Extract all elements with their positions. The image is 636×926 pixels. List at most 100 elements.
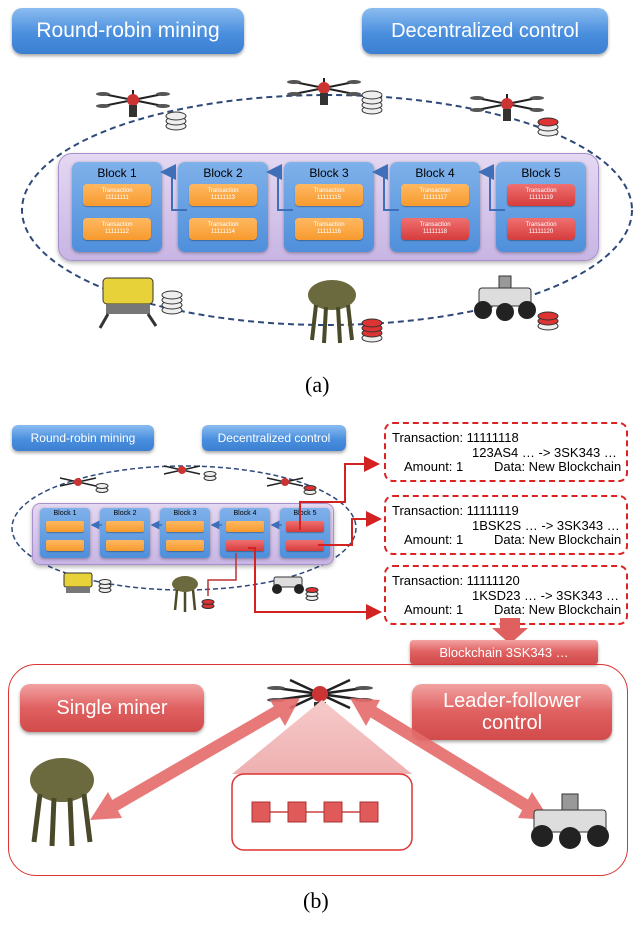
chain-block [287,801,307,823]
underwater-robot-icon [98,277,158,329]
block-title: Block 5 [521,166,561,180]
single-miner-banner: Single miner [20,684,204,732]
double-arrow-left [90,698,300,820]
coin-stack-icon [303,485,317,495]
transaction-route-line: 1KSD23 … -> 3SK343 … [472,588,620,603]
transaction-item [106,521,144,532]
transaction-item [166,521,204,532]
transaction-item [226,540,264,551]
drone-icon [163,465,201,475]
link-4-3 [372,164,399,211]
transaction-data: Data: New Blockchain [494,602,622,617]
drone-icon [266,477,304,487]
transaction-label: Transaction [207,188,239,195]
coin-stack-icon [361,318,383,343]
transaction-route-line: 123AS4 … -> 3SK343 … [472,445,617,460]
link-to-legged [207,553,237,596]
robots-a [96,78,559,344]
legged-robot-icon [30,758,94,847]
coin-stack-icon [305,587,319,601]
banner-decentralized-control: Decentralized control [362,8,608,54]
block-title: Block 3 [173,510,197,517]
drone-icon [59,477,97,487]
small-block-5: Block 5 [280,508,330,558]
transaction-item [166,540,204,551]
transaction-item [286,521,324,532]
transaction-amount: Amount: 1 [404,602,464,617]
transaction-label: Transaction [419,188,451,195]
panel-b-network [11,465,357,612]
block-title: Block 2 [203,166,243,180]
mining-triangle [232,700,412,774]
drone-icon [96,90,170,117]
transaction-label: Transaction [525,222,557,229]
transaction-id-line: Transaction: 11111119 [392,503,519,518]
block-title: Block 1 [53,510,77,517]
transaction-id: 11111117 [422,195,448,201]
transaction-id: 11111114 [210,229,236,235]
link-3-2 [266,164,293,211]
transaction-label: Transaction [313,222,345,229]
coin-stack-icon [161,290,183,315]
block-title: Block 3 [309,166,349,180]
block-title: Block 4 [415,166,455,180]
transaction-data: Data: New Blockchain [494,532,622,547]
coin-stack-icon [95,483,109,493]
block-title: Block 1 [97,166,137,180]
transaction-amount: Amount: 1 [404,532,464,547]
transaction-id: 11111111 [105,195,129,201]
transaction-id: 11111115 [316,195,342,201]
transaction-id: 11111113 [210,195,236,201]
transaction-id: 11111119 [528,195,554,201]
banner-round-robin-mining: Round-robin mining [12,8,244,54]
legged-robot-icon [172,576,198,612]
coin-stack-icon [203,471,217,481]
transaction-label: Transaction [207,222,239,229]
chain-block [251,801,271,823]
transaction-id: 11111120 [528,229,554,235]
transaction-item [106,540,144,551]
transaction-id: 11111116 [316,229,342,235]
transaction-id-line: Transaction: 11111118 [392,430,519,445]
chain-block [359,801,379,823]
arrow-tx-3 [248,547,382,620]
arrow-tx-1 [299,456,380,530]
caption-b: (b) [303,888,329,913]
small-block-3: Block 3 [160,508,210,558]
transaction-label: Transaction [101,222,133,229]
block-title: Block 4 [233,510,257,517]
drone-icon [470,94,544,121]
coin-stack-icon [201,599,215,609]
coin-stack-icon [537,117,559,137]
transaction-label: Transaction [101,188,133,195]
transaction-item [226,521,264,532]
transaction-route-line: 1BSK2S … -> 3SK343 … [472,518,620,533]
banner-decentralized-control-small: Decentralized control [202,425,346,451]
transaction-data: Data: New Blockchain [494,459,622,474]
transaction-id: 11111112 [104,229,130,235]
coin-stack-icon [98,579,112,593]
ground-rover-icon [474,275,536,321]
transaction-label: Transaction [525,188,557,195]
ground-rover-icon [272,576,304,594]
transaction-id-line: Transaction: 11111120 [392,573,520,588]
coin-stack-icon [165,111,187,131]
link-5-4 [478,164,505,211]
underwater-robot-icon [63,572,93,593]
new-blockchain-label: Blockchain 3SK343 … [410,640,598,664]
transaction-item [46,540,84,551]
small-block-4: Block 4 [220,508,270,558]
drone-icon [287,78,361,105]
